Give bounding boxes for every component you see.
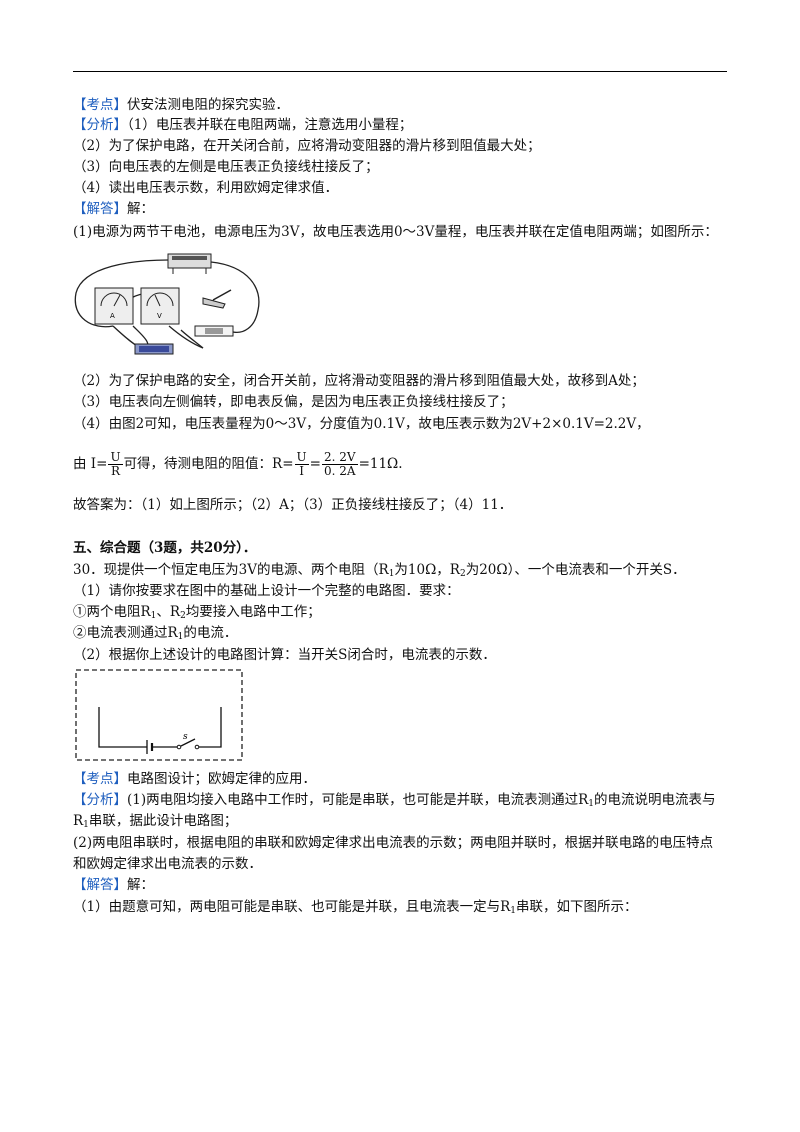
header-rule [73, 71, 727, 72]
jieda-tag: 【解答】 [73, 201, 127, 217]
kaodian-tag: 【考点】 [73, 771, 127, 787]
circuit-photo-figure: A V [74, 253, 260, 355]
fenxi-line-2: （2）为了保护电路，在开关闭合前，应将滑动变阻器的滑片移到阻值最大处； [73, 138, 541, 154]
answer-line-2: （2）为了保护电路的安全，闭合开关前，应将滑动变阻器的滑片移到阻值最大处，故移到… [73, 373, 645, 389]
fenxi-tag: 【分析】 [73, 792, 127, 808]
q30-requirement-1: ①两个电阻R1、R2均要接入电路中工作； [73, 603, 321, 626]
q30-part-2: （2）根据你上述设计的电路图计算：当开关S闭合时，电流表的示数． [73, 647, 496, 663]
answer-line-4: （4）由图2可知，电压表量程为0～3V，分度值为0.1V，故电压表示数为2V+2… [73, 416, 650, 432]
jieda-text: 解： [127, 201, 154, 217]
formula-equals: = [309, 456, 321, 472]
jieda-tag: 【解答】 [73, 877, 127, 893]
q30-stem-c: 为20Ω）、一个电流表和一个开关S． [465, 562, 686, 578]
section-heading: 五、综合题（3题，共20分）． [73, 540, 257, 556]
switch-label: s [183, 732, 188, 742]
fraction-denominator: R [110, 464, 121, 478]
q30-requirement-2: ②电流表测通过R1的电流． [73, 624, 237, 647]
subscript: 2 [459, 569, 466, 579]
fenxi-1b: 的电流说明电流表与 [594, 792, 716, 808]
req1-a: ①两个电阻R [73, 604, 151, 620]
fraction-numerator: 2. 2V [321, 450, 358, 465]
q30-fenxi-line-2: R1串联，据此设计电路图； [73, 812, 237, 835]
q30-fenxi-line-3: (2)两电阻串联时，根据电阻的串联和欧姆定律求出电流表的示数；两电阻并联时，根据… [73, 835, 714, 851]
subscript: 1 [150, 611, 157, 621]
q30-stem-a: 30．现提供一个恒定电压为3V的电源、两个电阻（R [73, 562, 389, 578]
q30-answer-line-1: （1）由题意可知，两电阻可能是串联、也可能是并联，且电流表一定与R1串联，如下图… [73, 898, 638, 921]
fenxi-line-1: 【分析】（1）电压表并联在电阻两端，注意选用小量程； [73, 116, 412, 135]
svg-text:A: A [110, 312, 115, 320]
fraction-denominator: 0. 2A [323, 464, 356, 478]
req1-c: 均要接入电路中工作； [185, 604, 321, 620]
jieda-text: 解： [127, 877, 154, 893]
subscript: 2 [180, 611, 186, 621]
q30-fenxi-line-4: 和欧姆定律求出电流表的示数． [73, 856, 262, 872]
ans-b: 串联，如下图所示： [516, 899, 638, 915]
kaodian-line: 【考点】伏安法测电阻的探究实验． [73, 96, 289, 115]
subscript: 1 [388, 569, 395, 579]
subscript: 1 [83, 820, 89, 830]
subscript: 1 [588, 799, 595, 809]
fenxi-2a: R [73, 813, 84, 829]
fraction-numerator: U [294, 450, 309, 465]
fenxi-2b: 串联，据此设计电路图； [88, 813, 238, 829]
q30-jieda-line: 【解答】解： [73, 876, 154, 895]
q30-fenxi-line-1: 【分析】(1)两电阻均接入电路中工作时，可能是串联，也可能是并联，电流表测通过R… [73, 791, 716, 814]
fenxi-line-4: （4）读出电压表示数，利用欧姆定律求值． [73, 180, 339, 196]
formula-result: =11Ω. [358, 456, 403, 472]
req1-b: 、R [156, 604, 181, 620]
q30-requirement-intro: （1）请你按要求在图中的基础上设计一个完整的电路图．要求： [73, 583, 460, 599]
req2-b: 的电流． [183, 625, 238, 641]
circuit-diagram-box: s [75, 669, 243, 761]
q30-kaodian-line: 【考点】电路图设计；欧姆定律的应用． [73, 770, 316, 789]
kaodian-text: 伏安法测电阻的探究实验． [127, 97, 289, 113]
fenxi-tag: 【分析】 [73, 117, 127, 133]
fraction-denominator: I [299, 464, 304, 478]
fenxi-line-3: （3）向电压表的左侧是电压表正负接线柱接反了； [73, 159, 379, 175]
answer-line-1: (1)电源为两节干电池，电源电压为3V，故电压表选用0～3V量程，电压表并联在定… [73, 224, 718, 240]
kaodian-text: 电路图设计；欧姆定律的应用． [127, 771, 316, 787]
ans-a: （1）由题意可知，两电阻可能是串联、也可能是并联，且电流表一定与R [73, 899, 511, 915]
kaodian-tag: 【考点】 [73, 97, 127, 113]
jieda-line: 【解答】解： [73, 200, 154, 219]
subscript: 1 [177, 632, 184, 642]
fenxi-1a: (1)两电阻均接入电路中工作时，可能是串联，也可能是并联，电流表测通过R [127, 792, 589, 808]
subscript: 1 [510, 906, 516, 916]
formula-middle: 可得，待测电阻的阻值：R= [123, 456, 294, 472]
answer-line-3: （3）电压表向左侧偏转，即电表反偏，是因为电压表正负接线柱接反了； [73, 394, 514, 410]
svg-text:V: V [157, 312, 162, 320]
q30-stem: 30．现提供一个恒定电压为3V的电源、两个电阻（R1为10Ω，R2为20Ω）、一… [73, 561, 686, 584]
fenxi-text-1: （1）电压表并联在电阻两端，注意选用小量程； [127, 117, 413, 133]
req2-a: ②电流表测通过R [73, 625, 178, 641]
fraction-numerator: U [108, 450, 123, 465]
final-answer: 故答案为：（1）如上图所示；（2）A；（3）正负接线柱接反了；（4）11． [73, 497, 513, 513]
formula-prefix: 由 I= [73, 456, 108, 472]
q30-stem-b: 为10Ω，R [394, 562, 460, 578]
